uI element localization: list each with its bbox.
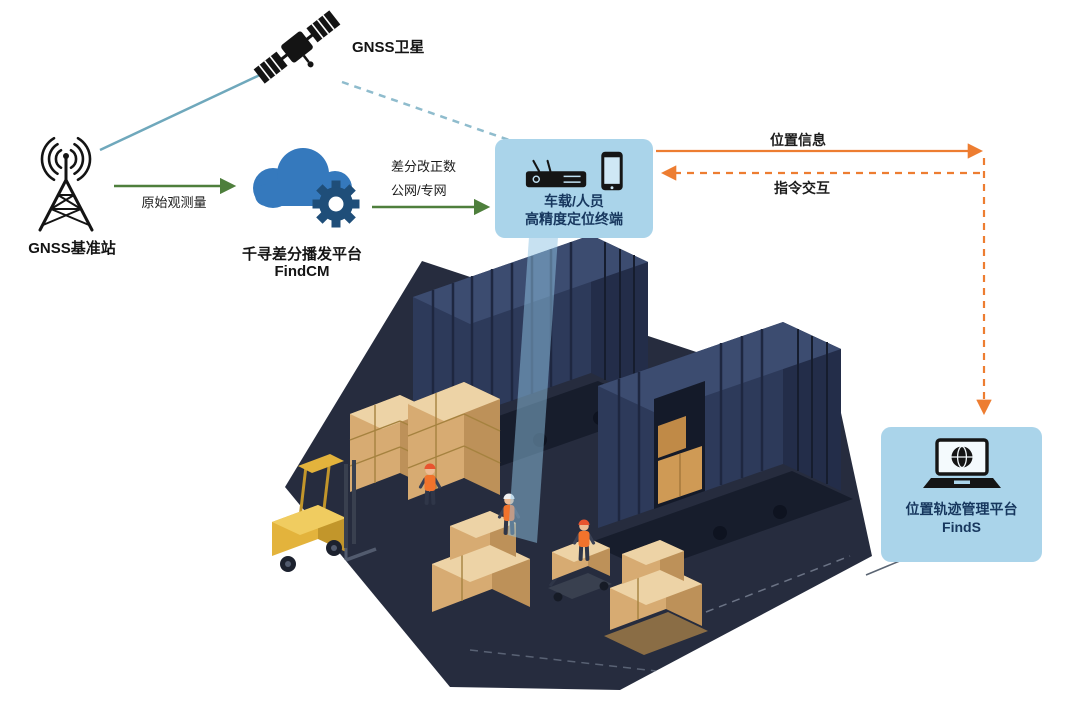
warehouse-scene-illustration <box>272 235 872 690</box>
terminal-card: 车载/人员 高精度定位终端 <box>495 139 653 238</box>
vehicle-terminal-icon <box>525 159 587 188</box>
satellite-icon <box>253 10 341 84</box>
raw-observation-label: 原始观测量 <box>141 195 207 210</box>
satellite-to-base-link <box>99 72 263 152</box>
floor-lane-dash <box>469 649 657 672</box>
connectors <box>99 72 992 576</box>
cloud-platform-label: 千寻差分播发平台 <box>241 246 362 263</box>
forklift <box>272 454 377 572</box>
finds-pointer-line <box>865 559 903 576</box>
terminal-label-line2: 高精度定位终端 <box>525 211 623 227</box>
carton-stack-right <box>604 540 708 655</box>
signal-waves-icon <box>40 136 92 182</box>
positioning-beam <box>508 237 558 543</box>
satellite-to-terminal-link <box>341 80 513 143</box>
satellite-label: GNSS卫星 <box>352 39 425 56</box>
floor-lane-dash <box>705 555 851 613</box>
platform-label-line2: FindS <box>942 519 981 535</box>
worker <box>572 519 596 561</box>
smartphone-icon <box>601 151 623 191</box>
platform-label-line1: 位置轨迹管理平台 <box>905 501 1018 517</box>
carton-stacks-left <box>349 382 501 500</box>
terminal-label-line1: 车载/人员 <box>544 193 604 209</box>
base-station-label: GNSS基准站 <box>28 240 116 257</box>
cloud-platform-product-label: FindCM <box>274 263 330 280</box>
management-platform-card: 位置轨迹管理平台 FindS <box>881 427 1042 562</box>
carton-stack-center <box>432 511 530 612</box>
correction-label-line2: 公网/专网 <box>391 183 447 198</box>
position-info-label: 位置信息 <box>770 132 826 148</box>
correction-label-line1: 差分改正数 <box>391 159 457 174</box>
worker <box>418 463 442 505</box>
gear-icon <box>312 180 360 228</box>
laptop-globe-icon <box>922 438 1001 488</box>
cloud-platform-icon <box>253 148 360 228</box>
base-station-icon <box>38 136 94 232</box>
command-interaction-label: 指令交互 <box>774 180 830 196</box>
